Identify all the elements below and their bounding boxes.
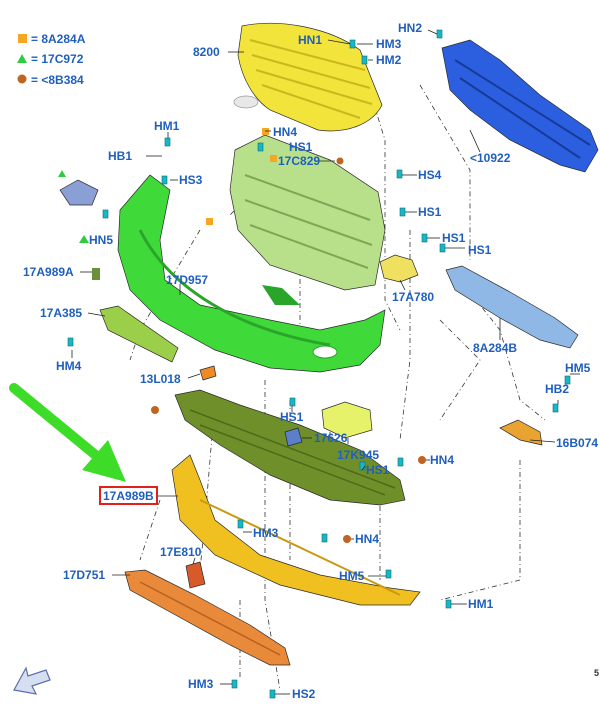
page-number: 5 bbox=[594, 668, 599, 678]
part-13l018 bbox=[199, 365, 217, 381]
fog-bezel-part bbox=[321, 401, 373, 439]
label-hn2: HN2 bbox=[398, 21, 422, 35]
legend-item-1: = 8A284A bbox=[31, 32, 86, 46]
label-hn1: HN1 bbox=[298, 33, 322, 47]
legend-circle-icon bbox=[17, 74, 27, 84]
label-17a989b: 17A989B bbox=[103, 489, 154, 503]
label-hs1-b: HS1 bbox=[418, 205, 442, 219]
label-hs1-e: HS1 bbox=[280, 410, 304, 424]
bumper-cover-part bbox=[117, 174, 386, 373]
label-hm3-mid: HM3 bbox=[253, 526, 279, 540]
label-hm3-bottom: HM3 bbox=[188, 677, 214, 691]
legend: = 8A284A = 17C972 = <8B384 bbox=[17, 32, 86, 87]
highlight-box bbox=[99, 486, 158, 505]
emblem-part bbox=[233, 95, 259, 109]
legend-triangle-icon bbox=[17, 54, 27, 63]
bracket-16b074-part bbox=[499, 419, 543, 446]
label-hs2: HS2 bbox=[292, 687, 316, 701]
label-hm3-top: HM3 bbox=[376, 37, 402, 51]
legend-item-2: = 17C972 bbox=[31, 52, 84, 66]
upper-grille-part bbox=[233, 22, 383, 132]
label-17a780: 17A780 bbox=[392, 290, 434, 304]
energy-absorber-part bbox=[174, 389, 406, 506]
label-17a989a: 17A989A bbox=[23, 265, 74, 279]
legend-square-icon bbox=[18, 34, 27, 43]
label-hn4-top: HN4 bbox=[273, 125, 297, 139]
label-17626: 17626 bbox=[314, 431, 348, 445]
sensor-17626-part bbox=[284, 427, 303, 447]
label-hn4-low: HN4 bbox=[355, 532, 379, 546]
bracket-8a284b-part bbox=[445, 265, 579, 349]
label-17k945: 17K945 bbox=[337, 448, 379, 462]
legend-item-3: = <8B384 bbox=[31, 73, 84, 87]
label-hb1: HB1 bbox=[108, 149, 132, 163]
license-bracket-part bbox=[99, 305, 179, 363]
label-hn4-mid: HN4 bbox=[430, 453, 454, 467]
leader-lines bbox=[71, 29, 580, 695]
label-17e810: 17E810 bbox=[160, 545, 202, 559]
label-hm4: HM4 bbox=[56, 359, 82, 373]
label-hs1-top: HS1 bbox=[289, 140, 313, 154]
label-13l018: 13L018 bbox=[140, 372, 181, 386]
label-hb2: HB2 bbox=[545, 382, 569, 396]
callout-labels: 8200 HN1 HM3 HM2 HN2 <10922 HM1 HN4 HS1 … bbox=[23, 21, 599, 701]
arrow-green-icon bbox=[9, 383, 126, 482]
label-hs4: HS4 bbox=[418, 168, 442, 182]
label-hs1-f: HS1 bbox=[366, 463, 390, 477]
lower-bumper-part bbox=[171, 454, 421, 606]
label-hn5: HN5 bbox=[89, 233, 113, 247]
label-16b074: 16B074 bbox=[556, 436, 598, 450]
label-hs1-d: HS1 bbox=[468, 243, 492, 257]
label-hm5-right: HM5 bbox=[565, 361, 591, 375]
label-hm1-top: HM1 bbox=[154, 119, 180, 133]
side-bracket-part bbox=[59, 179, 99, 206]
skid-plate-part bbox=[124, 569, 291, 666]
label-hs1-c: HS1 bbox=[442, 231, 466, 245]
arrow-blue-outline-icon[interactable] bbox=[13, 666, 51, 695]
label-hm5-low: HM5 bbox=[339, 569, 365, 583]
label-17d751: 17D751 bbox=[63, 568, 105, 582]
label-8200: 8200 bbox=[193, 45, 220, 59]
bracket-17a780-part bbox=[379, 254, 419, 283]
grille-bracket-part bbox=[229, 134, 386, 291]
part-17e810 bbox=[185, 561, 206, 589]
label-17d957: 17D957 bbox=[166, 273, 208, 287]
retainer-part bbox=[92, 268, 100, 280]
label-10922: <10922 bbox=[470, 151, 511, 165]
label-hs3: HS3 bbox=[179, 173, 203, 187]
label-17c829: 17C829 bbox=[278, 154, 320, 168]
bumper-reinforcement-part bbox=[441, 39, 599, 173]
label-8a284b: 8A284B bbox=[473, 341, 517, 355]
label-hm2: HM2 bbox=[376, 53, 402, 67]
label-hm1-low: HM1 bbox=[468, 597, 494, 611]
fasteners bbox=[58, 29, 571, 699]
label-17a385: 17A385 bbox=[40, 306, 82, 320]
